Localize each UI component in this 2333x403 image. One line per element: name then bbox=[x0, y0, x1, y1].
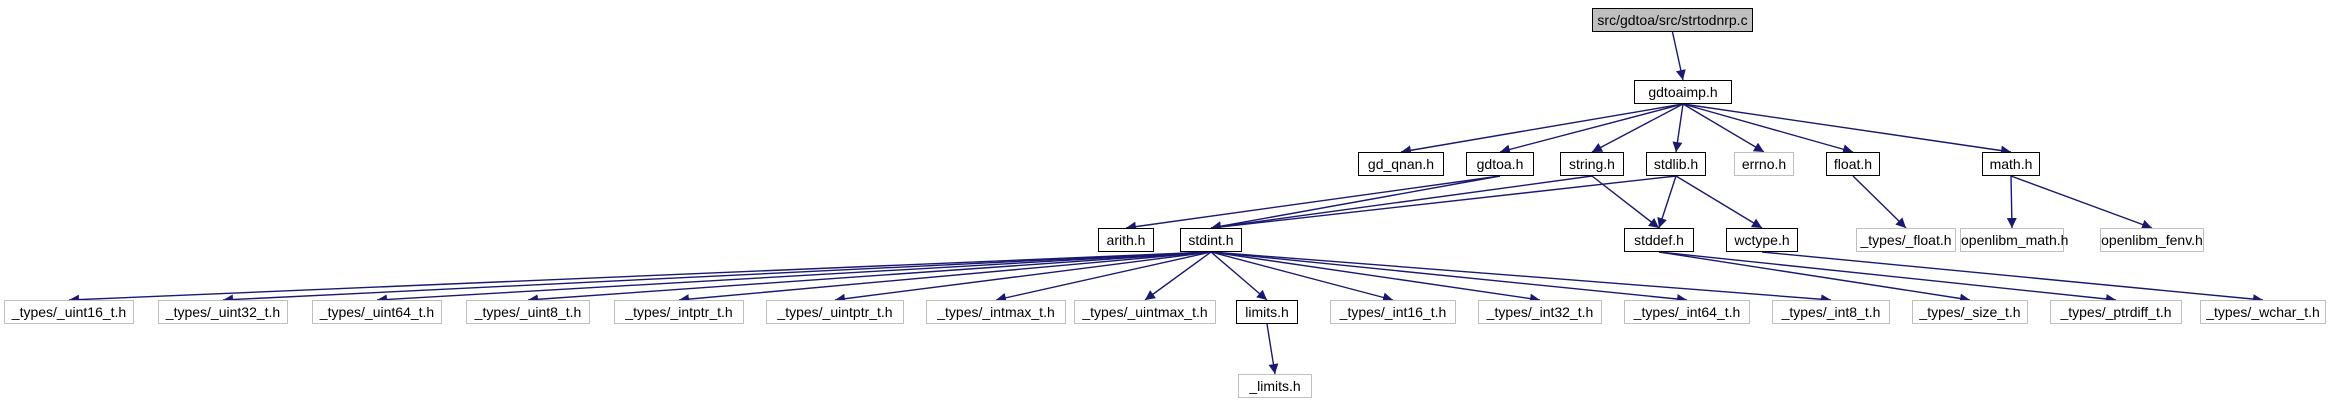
edge-stddef-to-size bbox=[1658, 251, 1971, 304]
edge-stdint-to-intmax bbox=[995, 251, 1212, 303]
node-intmax[interactable]: _types/_intmax_t.h bbox=[926, 300, 1066, 324]
edge-stdint-to-int16 bbox=[1210, 251, 1394, 303]
node-uintmax[interactable]: _types/_uintmax_t.h bbox=[1074, 300, 1216, 324]
node-openlibm-math[interactable]: openlibm_math.h bbox=[1960, 228, 2068, 252]
edge-stdint-to-uint16 bbox=[68, 251, 1212, 305]
edge-stdint-to-uint32 bbox=[222, 251, 1212, 305]
node-uint16[interactable]: _types/_uint16_t.h bbox=[4, 300, 134, 324]
node-string[interactable]: string.h bbox=[1560, 152, 1624, 176]
node-gdtoaimp[interactable]: gdtoaimp.h bbox=[1634, 80, 1732, 104]
edge-stdint-to-uintmax bbox=[1144, 251, 1212, 301]
node-stdlib[interactable]: stdlib.h bbox=[1646, 152, 1706, 176]
edge-gdtoaimp-to-errno bbox=[1682, 103, 1765, 153]
edge-gdtoaimp-to-math bbox=[1682, 103, 2012, 156]
edge-gdtoaimp-to-gd_qnan bbox=[1400, 103, 1684, 156]
edge-stdlib-to-stddef bbox=[1657, 175, 1677, 229]
node-uint8[interactable]: _types/_uint8_t.h bbox=[466, 300, 590, 324]
node-types-float[interactable]: _types/_float.h bbox=[1856, 228, 1956, 252]
edge-stdint-to-int32 bbox=[1210, 251, 1541, 304]
edge-wctype-to-wchar bbox=[1761, 251, 2264, 305]
edge-gdtoa-to-stdint bbox=[1210, 175, 1501, 232]
edge-gdtoaimp-to-gdtoa bbox=[1499, 103, 1684, 155]
node-limits[interactable]: limits.h bbox=[1236, 300, 1298, 324]
node-math[interactable]: math.h bbox=[1982, 152, 2040, 176]
node-intptr[interactable]: _types/_intptr_t.h bbox=[614, 300, 744, 324]
node-wchar[interactable]: _types/_wchar_t.h bbox=[2200, 300, 2326, 324]
node-stdint[interactable]: stdint.h bbox=[1180, 228, 1242, 252]
edge-stdlib-to-wctype bbox=[1675, 175, 1763, 229]
edge-stddef-to-ptrdiff bbox=[1658, 251, 2117, 304]
node-uint32[interactable]: _types/_uint32_t.h bbox=[158, 300, 288, 324]
edge-stdint-to-limits bbox=[1210, 251, 1268, 301]
edge-root-to-gdtoaimp bbox=[1671, 31, 1686, 81]
edge-stdint-to-int8 bbox=[1210, 251, 1832, 305]
edge-gdtoa-to-arith bbox=[1125, 175, 1501, 232]
edge-limits-to-limits_internal bbox=[1266, 323, 1279, 375]
node-root[interactable]: src/gdtoa/src/strtodnrp.c bbox=[1592, 8, 1753, 32]
node-stddef[interactable]: stddef.h bbox=[1624, 228, 1694, 252]
node-int32[interactable]: _types/_int32_t.h bbox=[1478, 300, 1602, 324]
node-uint64[interactable]: _types/_uint64_t.h bbox=[312, 300, 442, 324]
node-float[interactable]: float.h bbox=[1826, 152, 1880, 176]
edge-string-to-stdint bbox=[1210, 175, 1593, 232]
edge-stdint-to-int64 bbox=[1210, 251, 1688, 304]
edge-gdtoaimp-to-float bbox=[1682, 103, 1854, 155]
node-int8[interactable]: _types/_int8_t.h bbox=[1772, 300, 1890, 324]
node-openlibm-fenv[interactable]: openlibm_fenv.h bbox=[2100, 228, 2204, 252]
edge-stdlib-to-stdint bbox=[1210, 175, 1677, 232]
edge-math-to-openlibm_fenv bbox=[2010, 175, 2153, 230]
edge-stdint-to-uint8 bbox=[527, 251, 1212, 305]
node-size[interactable]: _types/_size_t.h bbox=[1912, 300, 2028, 324]
node-int16[interactable]: _types/_int16_t.h bbox=[1330, 300, 1456, 324]
node-int64[interactable]: _types/_int64_t.h bbox=[1624, 300, 1750, 324]
node-uintptr[interactable]: _types/_uintptr_t.h bbox=[766, 300, 904, 324]
edge-math-to-openlibm_math bbox=[2006, 175, 2017, 229]
edge-stdint-to-intptr bbox=[678, 251, 1212, 305]
edge-gdtoaimp-to-stdlib bbox=[1672, 103, 1684, 153]
node-arith[interactable]: arith.h bbox=[1098, 228, 1154, 252]
edge-stdint-to-uint64 bbox=[376, 251, 1212, 305]
edge-float-to-types_float bbox=[1852, 175, 1907, 229]
node-errno[interactable]: errno.h bbox=[1734, 152, 1794, 176]
node-limits-internal[interactable]: _limits.h bbox=[1238, 374, 1312, 398]
node-wctype[interactable]: wctype.h bbox=[1726, 228, 1798, 252]
edge-gdtoaimp-to-string bbox=[1591, 103, 1684, 153]
edge-stdint-to-uintptr bbox=[834, 251, 1212, 304]
node-gd-qnan[interactable]: gd_qnan.h bbox=[1358, 152, 1444, 176]
node-gdtoa[interactable]: gdtoa.h bbox=[1466, 152, 1534, 176]
node-ptrdiff[interactable]: _types/_ptrdiff_t.h bbox=[2050, 300, 2182, 324]
